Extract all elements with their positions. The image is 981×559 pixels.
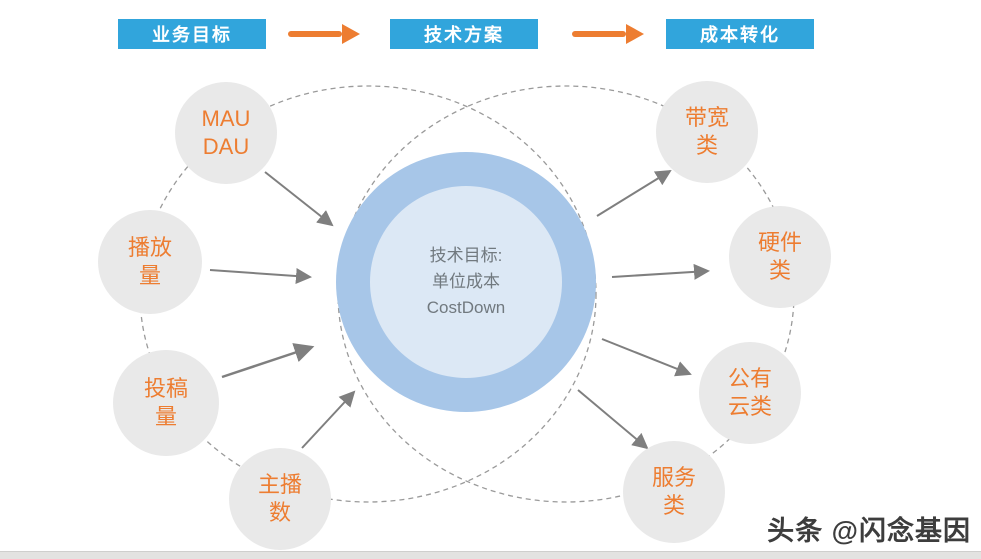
- step-label-technical-solution: 技术方案: [424, 25, 504, 45]
- arrow-center-to-bandwidth: [596, 169, 672, 217]
- center-circle-goal: 技术目标: 单位成本 CostDown: [370, 186, 562, 378]
- node-label-line: 类: [695, 133, 718, 158]
- flow-arrow-head: [626, 24, 644, 44]
- node-label-line: 播放: [127, 235, 172, 260]
- node-label-line: 带宽: [684, 105, 729, 130]
- output-node-public-cloud: 公有 云类: [699, 342, 801, 444]
- arrow-mau-dau-to-center: [264, 171, 334, 227]
- node-label-line: DAU: [202, 134, 250, 159]
- arrow-center-to-service: [577, 389, 649, 450]
- node-label-line: 类: [662, 493, 685, 518]
- node-label-line: 主播: [257, 472, 302, 497]
- node-label-line: 量: [154, 404, 177, 429]
- flow-arrow-icon: [288, 24, 360, 44]
- input-node-play-volume: 播放 量: [98, 210, 202, 314]
- step-box-technical-solution: 技术方案: [390, 19, 538, 49]
- node-label-line: 量: [138, 263, 161, 288]
- node-label-line: 公有: [727, 366, 772, 391]
- node-label-line: 数: [268, 500, 291, 525]
- arrow-anchor-count-to-center: [301, 390, 356, 449]
- node-label-line: 硬件: [757, 230, 802, 255]
- arrow-play-volume-to-center: [209, 268, 312, 285]
- input-node-submission-volume: 投稿 量: [113, 350, 219, 456]
- flow-arrow-head: [342, 24, 360, 44]
- step-box-business-goal: 业务目标: [118, 19, 266, 49]
- node-label-line: 投稿: [143, 376, 188, 401]
- node-label-line: 服务: [651, 465, 696, 490]
- watermark-text: 头条 @闪念基因: [767, 516, 971, 546]
- arrow-submission-volume-to-center: [221, 343, 315, 379]
- node-label-line: 云类: [727, 394, 772, 419]
- step-box-cost-conversion: 成本转化: [666, 19, 814, 49]
- step-label-business-goal: 业务目标: [152, 25, 232, 45]
- bottom-strip: [0, 551, 981, 559]
- output-node-hardware: 硬件 类: [729, 206, 831, 308]
- center-goal-line: CostDown: [426, 298, 506, 317]
- flow-arrow-shaft: [572, 31, 626, 37]
- node-label-line: MAU: [201, 106, 251, 131]
- flow-arrow-icon: [572, 24, 644, 44]
- input-node-anchor-count: 主播 数: [229, 448, 331, 550]
- flow-arrow-shaft: [288, 31, 342, 37]
- center-goal-line: 单位成本: [432, 272, 500, 291]
- arrow-center-to-public-cloud: [601, 338, 692, 377]
- node-label-line: 类: [768, 258, 791, 283]
- output-node-service: 服务 类: [623, 441, 725, 543]
- arrow-center-to-hardware: [611, 263, 710, 280]
- input-node-mau-dau: MAU DAU: [175, 82, 277, 184]
- center-goal-line: 技术目标:: [429, 246, 503, 265]
- step-label-cost-conversion: 成本转化: [700, 25, 780, 45]
- output-node-bandwidth: 带宽 类: [656, 81, 758, 183]
- center-circle-ring: 技术目标: 单位成本 CostDown: [336, 152, 596, 412]
